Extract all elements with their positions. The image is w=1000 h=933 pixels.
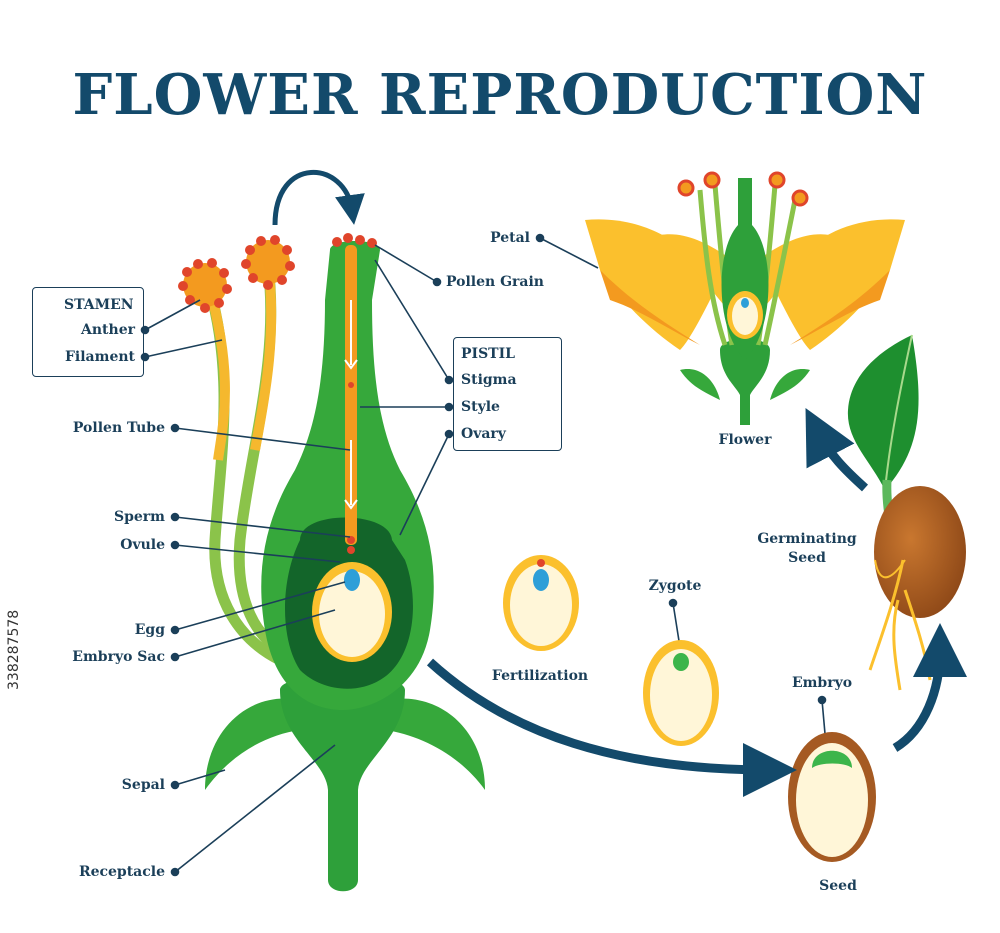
label-pistil: PISTIL [461,346,515,362]
pistil-box [453,337,562,451]
arrow-to-seed [426,658,797,797]
label-ovary: Ovary [461,426,506,442]
zygote-ovule [643,640,719,746]
label-embryo-sac: Embryo Sac [72,649,165,665]
arrow-to-flower [805,408,869,492]
anther-left [183,263,227,307]
stamen-box [32,287,144,377]
fertilization-ovule [503,555,579,651]
label-zygote: Zygote [648,578,702,594]
germinating-seed [847,334,966,691]
page-title: FLOWER REPRODUCTION [72,62,928,128]
label-ovule: Ovule [120,537,165,553]
sepal-left [205,698,300,790]
label-stigma: Stigma [461,372,517,388]
receptacle [280,675,405,892]
embryo-sac [319,571,385,657]
sepal-right [385,698,485,790]
label-sperm: Sperm [114,509,165,525]
label-petal: Petal [490,230,530,246]
label-anther: Anther [81,322,135,338]
label-seed: Seed [819,878,857,894]
top-flower [585,171,905,425]
label-egg: Egg [134,622,165,638]
pollination-arrow [272,170,365,226]
label-sepal: Sepal [121,777,165,793]
label-pollen-grain: Pollen Grain [446,274,544,290]
pollen-tube [345,245,357,545]
label-flower: Flower [718,432,772,448]
seed [788,732,876,862]
label-pollen-tube: Pollen Tube [72,420,165,436]
leader-lines [140,233,827,877]
label-filament: Filament [64,349,135,365]
egg [344,569,360,591]
label-germinating-seed: Germinating Seed [757,531,857,566]
main-flower [178,233,485,892]
label-receptacle: Receptacle [78,864,165,880]
label-embryo: Embryo [791,675,853,691]
label-style: Style [461,399,500,415]
stock-id: 338287578 [6,609,22,690]
arrow-to-germinating [892,623,967,752]
label-fertilization: Fertilization [491,668,589,684]
label-stamen: STAMEN [64,297,134,313]
anther-right [246,240,290,284]
